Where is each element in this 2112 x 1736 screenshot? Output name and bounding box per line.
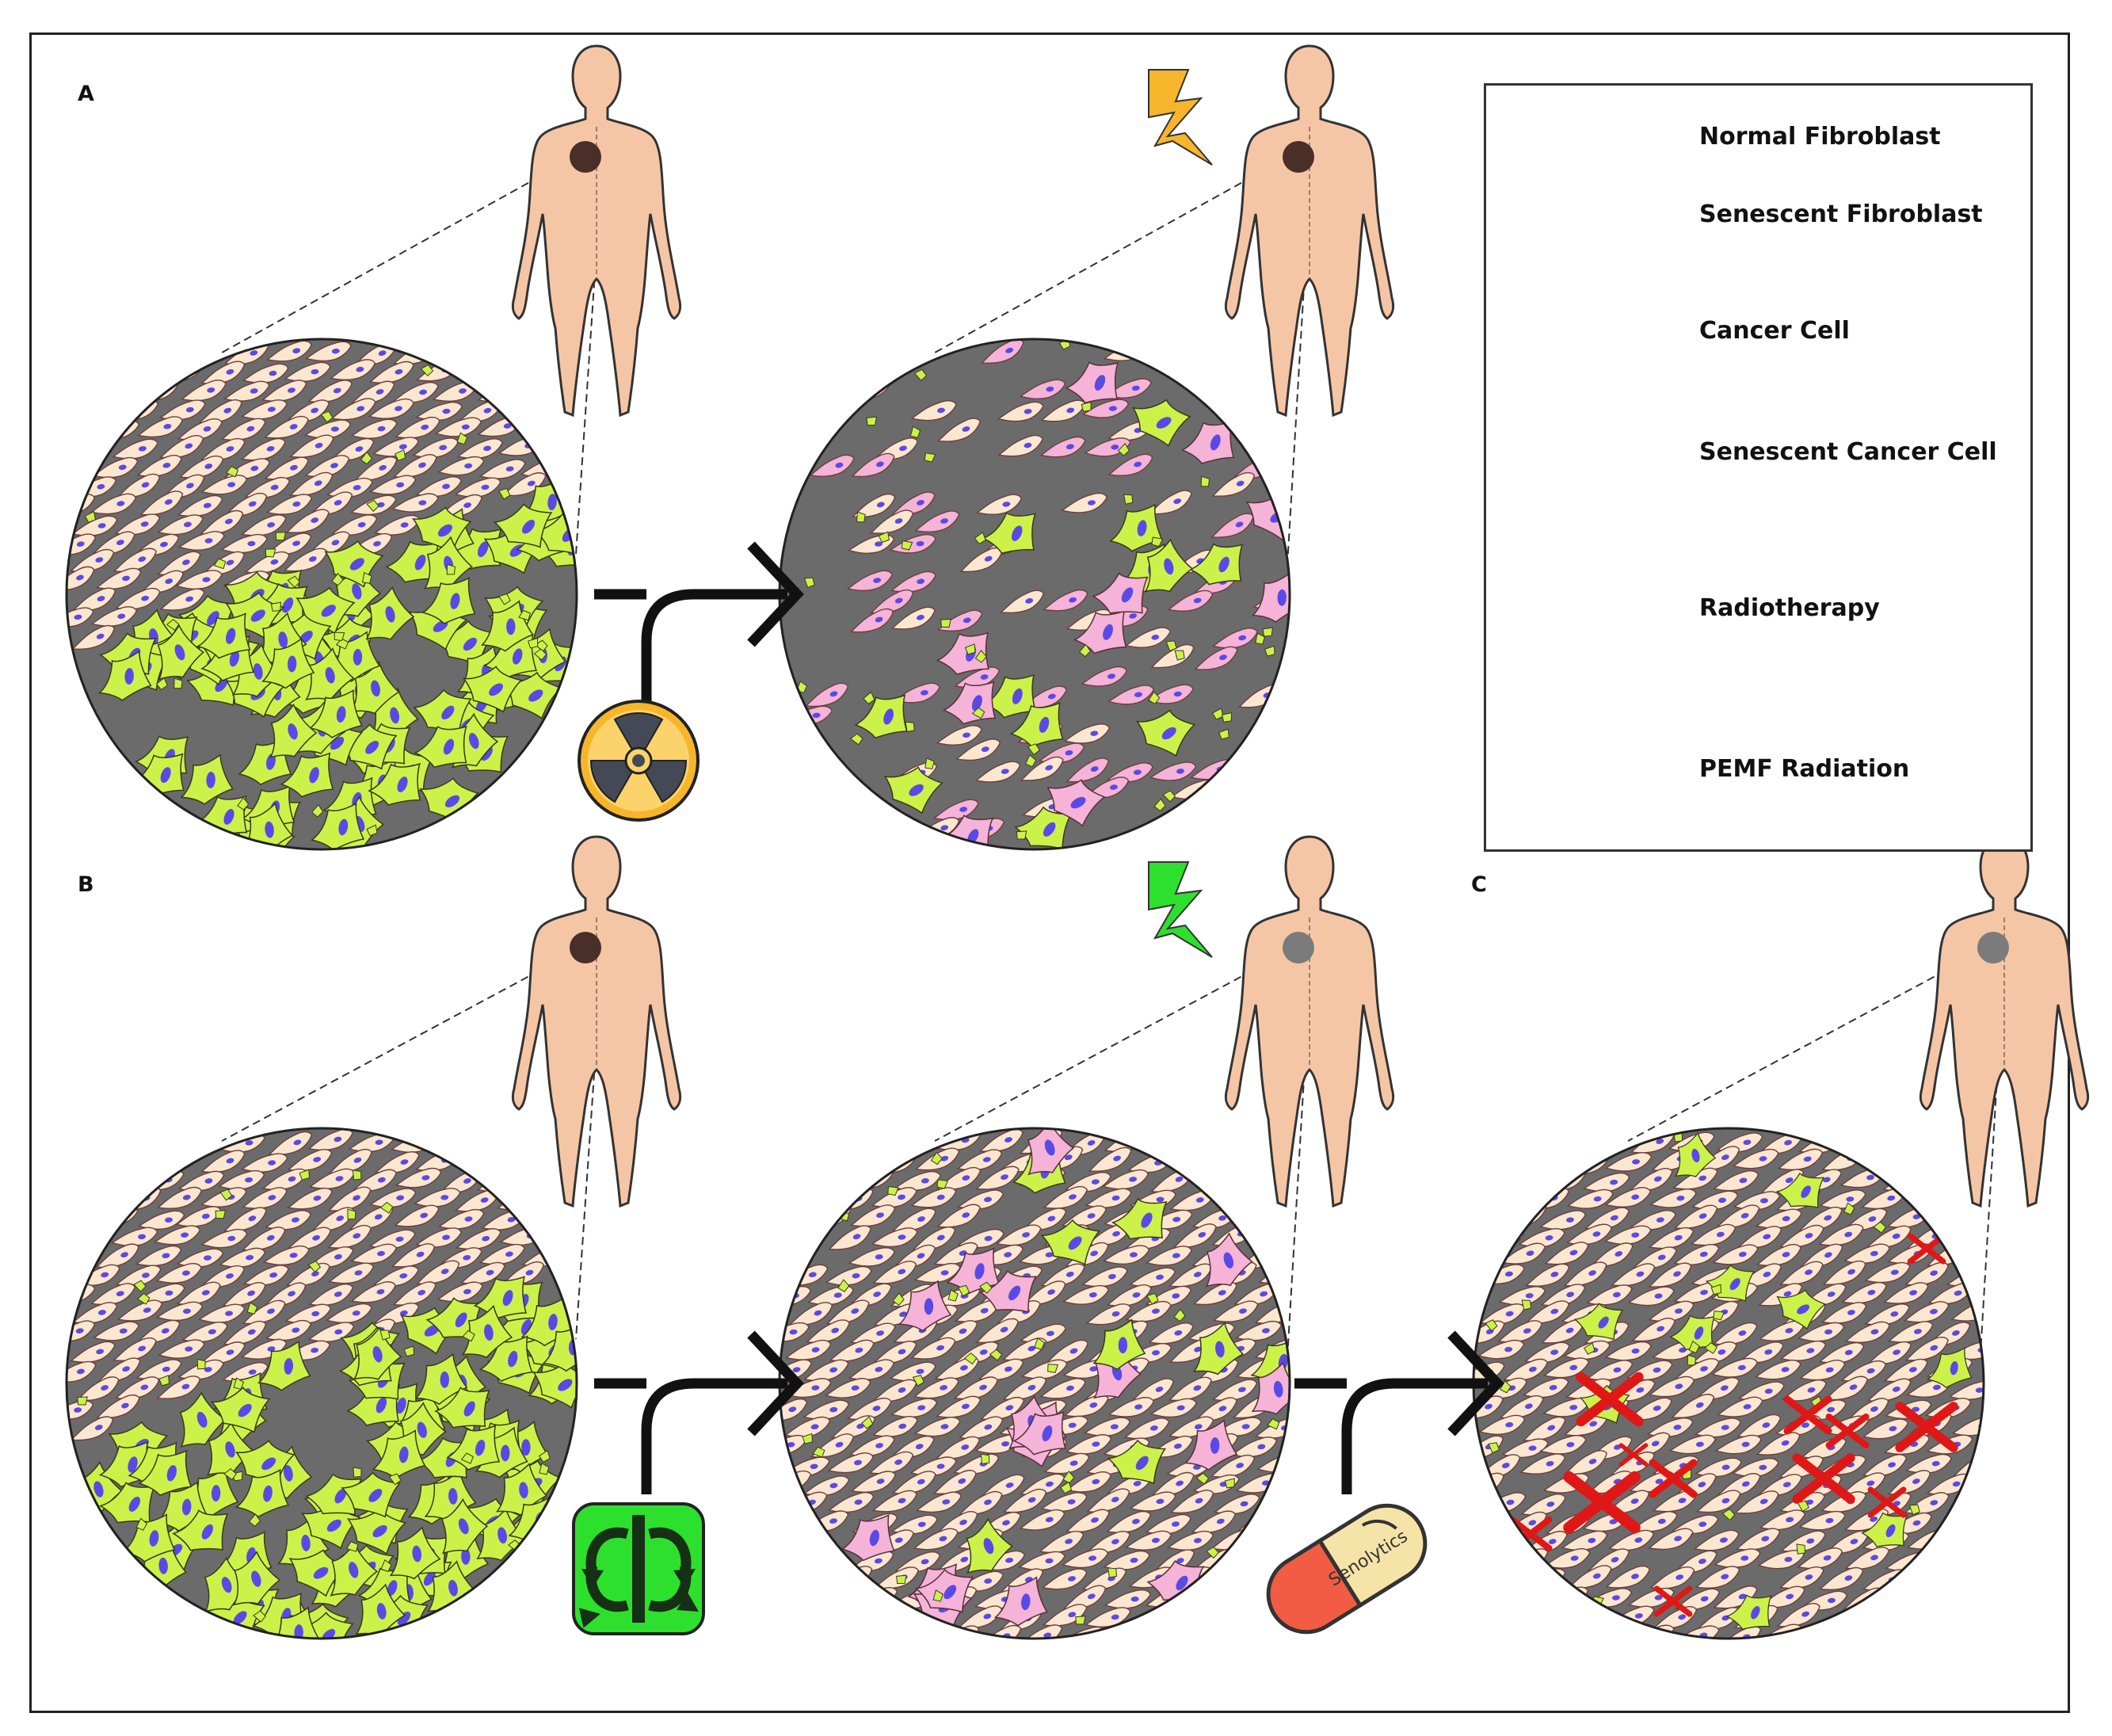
arrow-radiotherapy xyxy=(594,545,797,705)
human-body-a1 xyxy=(511,44,682,417)
legend-label-normal-fibroblast: Normal Fibroblast xyxy=(1699,123,1941,151)
tissue-before-pemf xyxy=(67,1128,577,1639)
legend-label-cancer-cell: Cancer Cell xyxy=(1699,317,1850,345)
tissue-before-radiotherapy xyxy=(67,339,577,849)
normal-fibroblast xyxy=(476,380,526,406)
figure-frame xyxy=(29,32,2070,1713)
tissue-after-pemf xyxy=(780,1128,1290,1639)
legend-label-radiotherapy: Radiotherapy xyxy=(1699,594,1880,622)
legend-label-senescent-fibroblast: Senescent Fibroblast xyxy=(1699,200,1983,228)
normal-fibroblast xyxy=(495,1188,545,1214)
normal-fibroblast xyxy=(1501,1546,1552,1577)
normal-fibroblast xyxy=(825,1563,876,1596)
radiation-trefoil-icon xyxy=(578,700,700,822)
senolytics-pill-icon: Senolytics xyxy=(1266,1503,1428,1635)
pemf-bolt xyxy=(1148,861,1213,958)
legend xyxy=(1484,83,2033,852)
human-body-b1 xyxy=(511,835,682,1208)
legend-label-senescent-cancer-cell: Senescent Cancer Cell xyxy=(1699,438,1997,466)
arrow-pemf xyxy=(594,1334,797,1494)
panel-label-c: C xyxy=(1471,872,1487,897)
legend-label-pemf-radiation: PEMF Radiation xyxy=(1699,755,1910,783)
arrow-senolytics xyxy=(1294,1334,1497,1494)
human-body-a2 xyxy=(1224,44,1395,417)
pemf-field-icon xyxy=(573,1504,703,1634)
normal-fibroblast xyxy=(475,1170,525,1196)
radiotherapy-bolt xyxy=(1148,69,1213,166)
tissue-after-radiotherapy xyxy=(780,339,1290,849)
normal-fibroblast xyxy=(850,1585,900,1612)
human-body-b2 xyxy=(1224,835,1395,1208)
tissue-after-senolytics xyxy=(1473,1128,1984,1639)
normal-fibroblast xyxy=(932,1623,983,1639)
normal-fibroblast xyxy=(1518,1566,1568,1593)
panel-label-a: A xyxy=(78,82,94,106)
human-body-c xyxy=(1919,835,2090,1208)
normal-fibroblast xyxy=(1541,1585,1591,1612)
panel-label-b: B xyxy=(78,872,94,897)
